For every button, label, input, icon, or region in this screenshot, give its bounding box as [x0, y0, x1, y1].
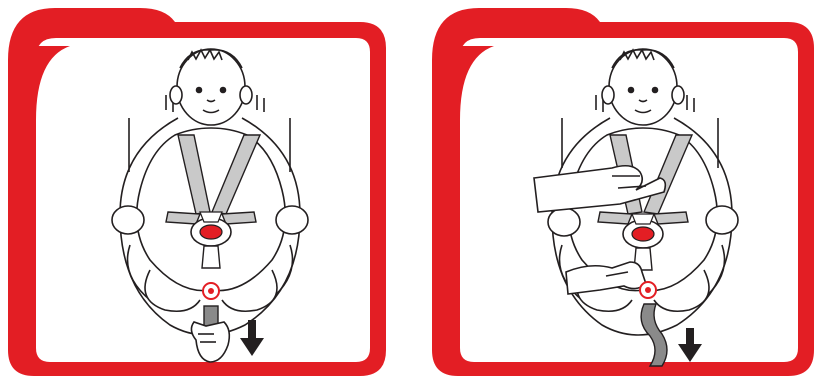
release-button-icon: [640, 282, 656, 298]
crotch-strap-icon: [202, 246, 220, 268]
panel-left: [8, 8, 386, 376]
release-button-icon: [203, 283, 219, 299]
panel-right: [432, 8, 814, 376]
